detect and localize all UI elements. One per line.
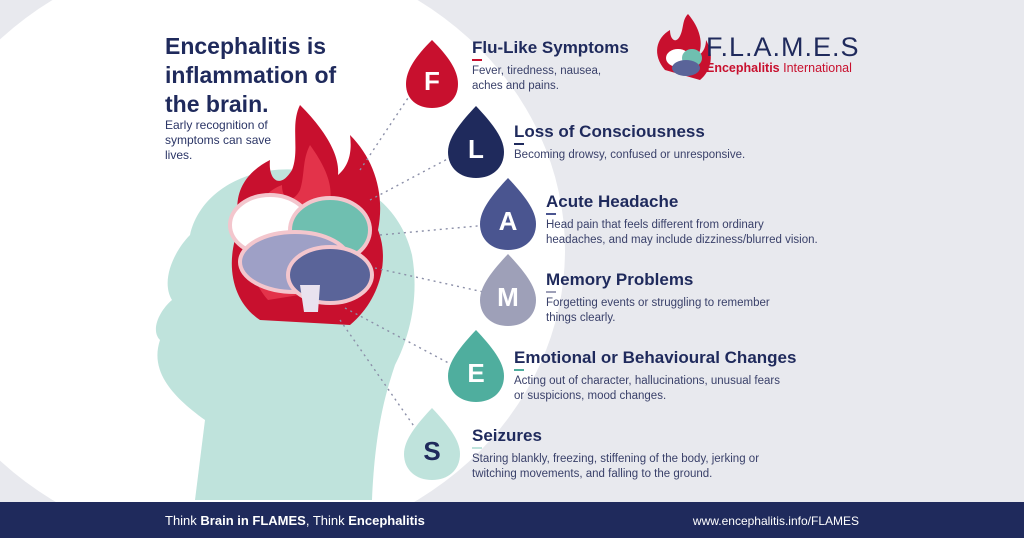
item-title: Acute Headache xyxy=(546,192,818,212)
brainstem-icon xyxy=(300,285,320,312)
flame-drop-m-icon[interactable] xyxy=(480,254,536,326)
item-underline xyxy=(514,143,524,145)
item-title: Memory Problems xyxy=(546,270,770,290)
item-flu-like: Flu-Like Symptoms Fever, tiredness, naus… xyxy=(472,38,629,94)
footer-url-link[interactable]: www.encephalitis.info/FLAMES xyxy=(692,514,859,528)
letter-f: F xyxy=(424,66,440,96)
item-desc: Becoming drowsy, confused or unresponsiv… xyxy=(514,148,745,163)
logo-title[interactable]: F.L.A.M.E.S xyxy=(706,32,860,62)
item-underline xyxy=(546,291,556,293)
item-title-letter: L xyxy=(514,122,525,141)
item-title-letter: M xyxy=(546,270,561,289)
item-desc: Forgetting events or struggling to remem… xyxy=(546,296,770,326)
letter-m: M xyxy=(497,282,519,312)
footer-tagline-part: Think xyxy=(165,513,201,528)
brain-lobe-navy xyxy=(286,245,374,305)
item-desc: Fever, tiredness, nausea, aches and pains… xyxy=(472,64,629,94)
footer-tagline: Think Brain in FLAMES, Think Encephaliti… xyxy=(165,513,425,528)
item-underline xyxy=(472,447,482,449)
flame-drop-a-icon[interactable] xyxy=(480,178,536,250)
item-title: Loss of Consciousness xyxy=(514,122,745,142)
item-title-letter: A xyxy=(546,192,559,211)
item-memory-problems: Memory Problems Forgetting events or str… xyxy=(546,270,770,326)
item-desc-line: Forgetting events or struggling to remem… xyxy=(546,297,770,309)
item-desc: Acting out of character, hallucinations,… xyxy=(514,374,796,404)
item-title-rest: cute Headache xyxy=(558,192,679,211)
item-desc: Head pain that feels different from ordi… xyxy=(546,218,818,248)
flame-drop-s-icon[interactable] xyxy=(404,408,460,480)
footer-tagline-bold: Encephalitis xyxy=(348,513,425,528)
logo-subtitle[interactable]: Encephalitis International xyxy=(706,61,852,75)
item-desc-line: or suspicions, mood changes. xyxy=(514,390,667,402)
item-title-letter: F xyxy=(472,38,483,57)
letter-a: A xyxy=(498,206,518,236)
flame-drop-e-icon[interactable] xyxy=(448,330,504,402)
footer-tagline-bold: Brain in FLAMES xyxy=(200,513,306,528)
item-loss-of-consciousness: Loss of Consciousness Becoming drowsy, c… xyxy=(514,122,745,163)
logo-subtitle-bold: Encephalitis xyxy=(706,61,780,75)
item-title-rest: emory Problems xyxy=(560,270,694,289)
item-desc-line: things clearly. xyxy=(546,312,616,324)
logo-subtitle-rest: International xyxy=(779,61,852,75)
letter-l: L xyxy=(468,134,484,164)
footer-tagline-part: , Think xyxy=(305,513,349,528)
item-title: Seizures xyxy=(472,426,759,446)
connector-m xyxy=(374,267,489,294)
intro-title: Encephalitis is inflammation of the brai… xyxy=(165,33,337,117)
item-desc: Staring blankly, freezing, stiffening of… xyxy=(472,452,759,482)
connector-a xyxy=(379,224,489,236)
connector-l xyxy=(369,154,456,201)
item-title-letter: E xyxy=(514,348,526,367)
item-underline xyxy=(472,59,482,61)
item-acute-headache: Acute Headache Head pain that feels diff… xyxy=(546,192,818,248)
item-desc-line: headaches, and may include dizziness/blu… xyxy=(546,234,818,246)
letter-s: S xyxy=(423,436,441,466)
item-title-letter: S xyxy=(472,426,484,445)
flame-drop-f-icon[interactable] xyxy=(406,40,458,108)
item-desc-line: twitching movements, and falling to the … xyxy=(472,468,713,480)
intro-subtitle: Early recognition of symptoms can save l… xyxy=(165,118,272,162)
logo-brain-navy xyxy=(672,60,700,76)
letter-e: E xyxy=(467,358,485,388)
item-title-rest: lu-Like Symptoms xyxy=(482,38,629,57)
item-title: Flu-Like Symptoms xyxy=(472,38,629,58)
item-desc-line: Fever, tiredness, nausea, xyxy=(472,65,602,77)
item-desc-line: aches and pains. xyxy=(472,80,559,92)
item-desc-line: Staring blankly, freezing, stiffening of… xyxy=(472,453,760,465)
item-desc-line: Acting out of character, hallucinations,… xyxy=(514,375,780,387)
item-desc-line: Becoming drowsy, confused or unresponsiv… xyxy=(514,149,746,161)
item-title-rest: eizures xyxy=(483,426,542,445)
footer-bar: Think Brain in FLAMES, Think Encephaliti… xyxy=(0,502,1024,538)
item-desc-line: Head pain that feels different from ordi… xyxy=(546,219,764,231)
item-emotional-changes: Emotional or Behavioural Changes Acting … xyxy=(514,348,796,404)
item-title: Emotional or Behavioural Changes xyxy=(514,348,796,368)
item-title-rest: oss of Consciousness xyxy=(524,122,705,141)
item-seizures: Seizures Staring blankly, freezing, stif… xyxy=(472,426,759,482)
item-underline xyxy=(546,213,556,215)
flame-drop-l-icon[interactable] xyxy=(448,106,504,178)
item-title-rest: motional or Behavioural Changes xyxy=(525,348,797,367)
item-underline xyxy=(514,369,524,371)
